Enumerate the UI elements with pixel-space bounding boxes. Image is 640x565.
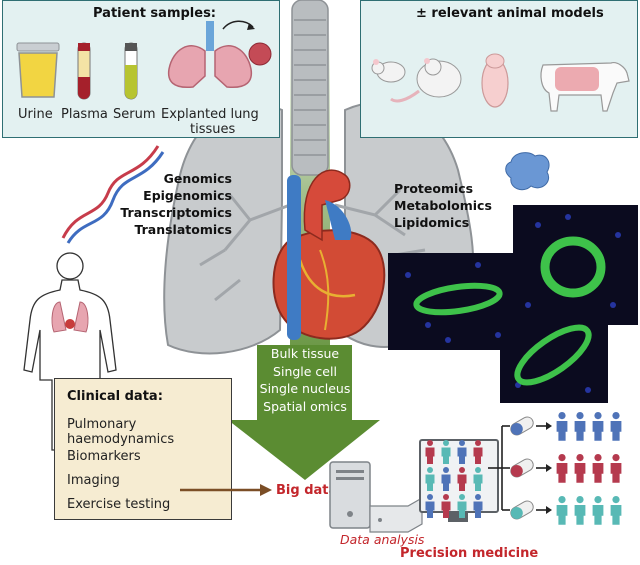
person-icon xyxy=(425,467,435,491)
clinical-item: Biomarkers xyxy=(67,449,141,464)
animal-models-title: ± relevant animal models xyxy=(416,6,604,21)
pill-icon xyxy=(510,500,534,520)
computer-tower-icon xyxy=(329,461,371,529)
person-icon xyxy=(425,494,435,518)
clinical-item: Imaging xyxy=(67,473,120,488)
patient-samples-title: Patient samples: xyxy=(93,6,217,21)
tissue-sample-icon xyxy=(248,42,272,66)
pill-icon xyxy=(510,416,534,436)
big-data-label: Big data xyxy=(276,483,338,498)
data-analysis-label: Data analysis xyxy=(340,532,425,547)
down-arrow xyxy=(228,345,380,480)
server-box-icon xyxy=(369,496,423,533)
microscopy-image xyxy=(388,205,638,403)
clinical-item: Exercise testing xyxy=(67,497,171,512)
omics-item: Epigenomics xyxy=(143,188,232,203)
explanted-lung-label-line2: tissues xyxy=(190,122,236,137)
person-icon xyxy=(441,494,451,518)
omics-item: Translatomics xyxy=(134,222,232,237)
cow-icon xyxy=(540,62,630,112)
analysis-step: Bulk tissue xyxy=(270,346,340,361)
person-icon xyxy=(473,467,483,491)
person-icon xyxy=(592,412,604,441)
explanted-lung-label-line1: Explanted lung xyxy=(161,107,259,122)
omics-left-list: Genomics Epigenomics Transcriptomics Tra… xyxy=(100,170,232,238)
person-icon xyxy=(441,440,451,464)
omics-item: Proteomics xyxy=(394,181,474,196)
precision-medicine-label: Precision medicine xyxy=(400,546,539,561)
animal-models-panel: ± relevant animal models xyxy=(360,0,638,138)
person-icon xyxy=(574,496,586,525)
person-icon xyxy=(441,467,451,491)
omics-item: Metabolomics xyxy=(394,198,492,213)
plasma-tube-icon xyxy=(77,42,91,100)
clinical-data-title: Clinical data: xyxy=(67,389,163,404)
person-icon xyxy=(592,454,604,483)
serum-tube-icon xyxy=(124,42,138,100)
person-icon xyxy=(556,412,568,441)
person-icon xyxy=(574,454,586,483)
person-icon xyxy=(556,454,568,483)
omics-item: Genomics xyxy=(163,171,232,186)
analysis-steps-list: Bulk tissue Single cell Single nucleus S… xyxy=(253,345,357,415)
patient-samples-panel: Patient samples: Urine Plasma Serum Expl… xyxy=(2,0,280,138)
person-icon xyxy=(574,412,586,441)
person-icon xyxy=(457,440,467,464)
rat-icon xyxy=(390,58,462,103)
mouse-icon xyxy=(371,59,406,83)
person-icon xyxy=(457,467,467,491)
person-icon xyxy=(556,496,568,525)
omics-item: Transcriptomics xyxy=(120,205,232,220)
person-icon xyxy=(425,440,435,464)
protein-icon xyxy=(505,152,550,191)
person-icon xyxy=(610,496,622,525)
pill-icon xyxy=(510,458,534,478)
treatment-branches xyxy=(488,416,552,520)
serum-label: Serum xyxy=(113,107,156,122)
arrow-to-big-data xyxy=(180,484,272,496)
dna-helix-icon xyxy=(61,145,165,244)
urine-cup-icon xyxy=(16,42,60,98)
person-icon xyxy=(457,494,467,518)
curved-arrow-icon xyxy=(222,20,255,30)
person-icon xyxy=(592,496,604,525)
omics-right-list: Proteomics Metabolomics Lipidomics xyxy=(394,180,492,231)
clinical-item: Pulmonary haemodynamics xyxy=(67,417,175,447)
plasma-label: Plasma xyxy=(61,107,108,122)
urine-label: Urine xyxy=(18,107,53,122)
explanted-lung-icon xyxy=(167,21,253,89)
person-icon xyxy=(610,412,622,441)
analysis-step: Spatial omics xyxy=(263,398,347,414)
pig-icon xyxy=(481,53,509,108)
person-icon xyxy=(473,440,483,464)
trachea-icon xyxy=(291,0,329,176)
person-icon xyxy=(473,494,483,518)
analysis-step: Single cell xyxy=(273,363,337,379)
omics-item: Lipidomics xyxy=(394,215,470,230)
patient-groups xyxy=(556,412,622,525)
person-icon xyxy=(610,454,622,483)
clinical-data-box: Clinical data: Pulmonary haemodynamics B… xyxy=(54,378,232,520)
population-icon xyxy=(425,440,483,518)
analysis-step: Single nucleus xyxy=(259,381,351,396)
human-body-icon xyxy=(23,252,117,451)
